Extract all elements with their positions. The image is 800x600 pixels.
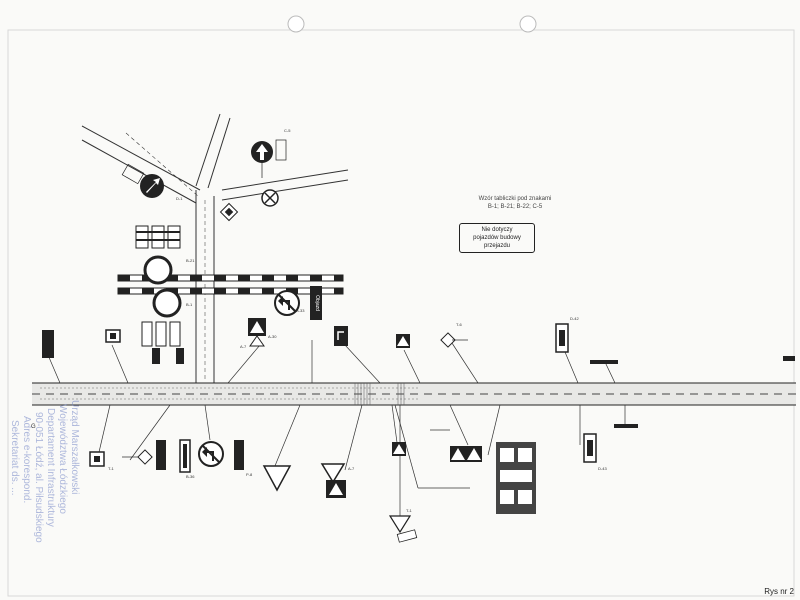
sign-label: B-33	[296, 308, 305, 313]
plate-note-heading: Wzór tabliczki pod znakami	[478, 196, 552, 202]
sign-d1-board-left-icon	[42, 330, 54, 358]
sign-b-no-entry-icon	[261, 189, 279, 207]
sign-b21-low-icon	[198, 441, 224, 467]
detour-text: Objazd	[314, 295, 320, 311]
sign-b1-circle-lower-icon	[141, 288, 184, 364]
plate-line-1: Nie dotyczy	[481, 227, 513, 233]
main-road	[32, 382, 796, 406]
stamp-line: Departament Infrastruktury	[45, 408, 56, 527]
sign-diamond-low-icon	[122, 449, 153, 465]
edge-mark: G	[31, 424, 36, 430]
plate-line-3: przejazdu	[483, 243, 510, 249]
sign-d42-icon	[555, 323, 569, 353]
stamp-line: Sekretariat ds. ...	[9, 420, 20, 496]
detour-sign-icon: Objazd	[310, 286, 322, 320]
side-road-left	[81, 125, 201, 204]
sign-label: T-1	[406, 508, 413, 513]
sign-label: D-42	[570, 316, 579, 321]
stamp-line: Urząd Marszałkowski	[69, 400, 80, 495]
sign-diamond-icon	[219, 202, 239, 222]
sign-label: B-36	[186, 474, 195, 479]
sign-label: C-5	[284, 128, 291, 133]
sign-b1-circle-upper-icon	[135, 225, 181, 285]
plate-line-2: pojazdów budowy	[473, 235, 521, 241]
sign-label: A-30	[268, 334, 277, 339]
sign-cluster-board-icon	[496, 442, 536, 514]
sign-label: D-1	[176, 196, 183, 201]
stamp-line: Województwa Łódzkiego	[57, 404, 68, 514]
stamp-line: Adres e-korespond.	[21, 416, 32, 504]
plate-note-sign-codes: B-1; B-21; B-22; C-5	[487, 204, 543, 210]
plate-note: Wzór tabliczki pod znakami B-1; B-21; B-…	[440, 195, 590, 211]
sign-t1-low-icon	[89, 451, 105, 467]
sign-label: T-1	[108, 466, 115, 471]
figure-caption: Rys nr 2	[764, 587, 794, 596]
sign-code-labels: C-5 D-1 B-21 B-1 A-7 B-33 D-42 T-6 T-1 D…	[108, 128, 607, 513]
sign-a7-triangle-low-icon	[262, 463, 346, 498]
sign-d43-icon	[583, 424, 638, 463]
office-stamp: Urząd Marszałkowski Województwa Łódzkieg…	[9, 400, 90, 570]
leader-lines	[47, 339, 626, 527]
sign-t-plate-icon	[105, 329, 121, 343]
sign-pair-low-icon	[450, 446, 482, 462]
crossing-zone	[354, 383, 405, 405]
sign-label: B-21	[186, 258, 195, 263]
sign-boards-low-icon	[156, 439, 244, 473]
sign-c-turn-icon	[121, 163, 164, 198]
sign-a7-top-icon	[396, 334, 410, 348]
stamp-line: 90-051 Łódź, al. Piłsudskiego	[33, 412, 44, 543]
page-edge	[7, 29, 795, 597]
sign-t1-bottom-icon	[388, 515, 418, 543]
plate-template: Nie dotyczy pojazdów budowy przejazdu	[459, 223, 535, 253]
sign-label: A-7	[240, 344, 247, 349]
railway-track-lower	[117, 287, 344, 295]
sign-turn-small-icon	[334, 326, 348, 346]
punch-hole-left	[287, 15, 305, 33]
sign-a30-icon	[248, 318, 266, 347]
sign-b21-no-left-icon	[274, 290, 300, 316]
sign-bar-right-icon	[590, 356, 795, 364]
sign-label: T-6	[456, 322, 463, 327]
sign-a30-low-icon	[392, 442, 406, 456]
sign-label: A-7	[348, 466, 355, 471]
side-road-right	[195, 113, 349, 201]
punch-hole-right	[519, 15, 537, 33]
sign-label: B-1	[186, 302, 193, 307]
sign-label: D-43	[598, 466, 607, 471]
sign-c5-ahead-icon	[251, 139, 287, 178]
sign-label: P-8	[246, 472, 253, 477]
sign-diamond-right-icon	[440, 332, 468, 348]
